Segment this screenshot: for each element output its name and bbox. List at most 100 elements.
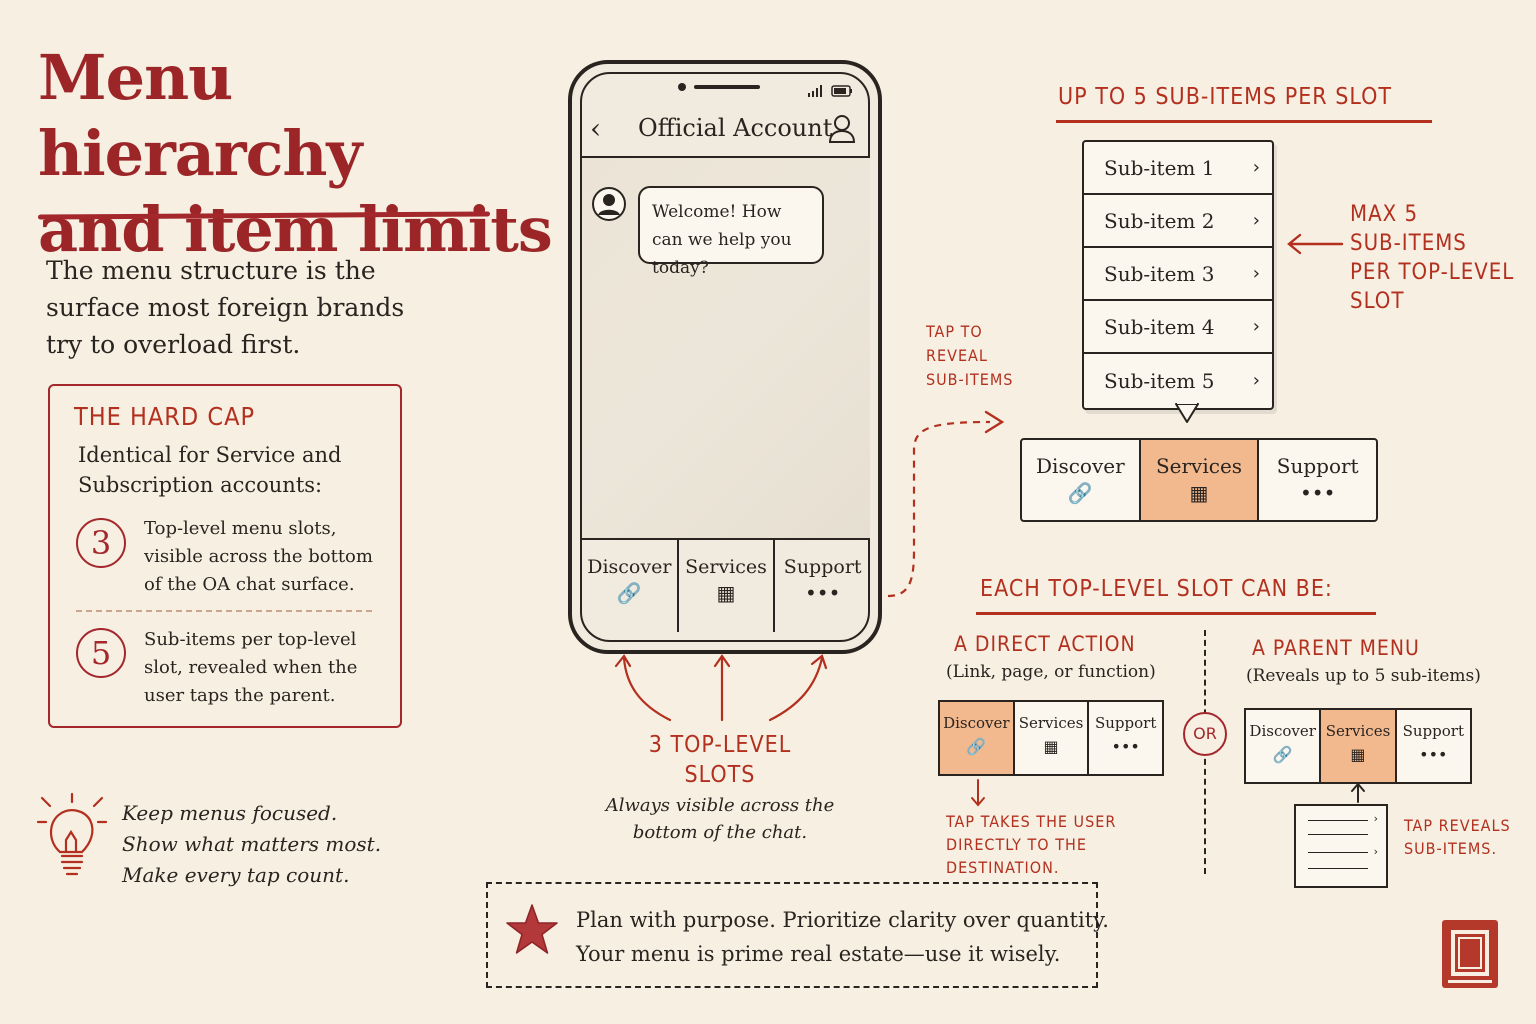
slot-arrows	[614, 654, 828, 722]
menu-slot-label: Discover	[943, 714, 1010, 732]
dashed-connector-arrow	[887, 410, 1005, 598]
sub-item-5[interactable]: Sub-item 5 ›	[1084, 354, 1272, 407]
grid-icon: ▦	[1350, 745, 1366, 764]
menu-slot-label: Support	[1276, 454, 1359, 478]
option-parent-menu-title: A parent menu	[1252, 636, 1420, 660]
popover-pointer	[1175, 402, 1199, 423]
sub-item-1[interactable]: Sub-item 1 ›	[1084, 142, 1272, 195]
camera-dot	[678, 83, 686, 91]
menu-slot-support[interactable]: Support •••	[775, 540, 870, 632]
number-badge-3: 3	[76, 518, 126, 568]
hard-cap-item-text: Top-level menu slots, visible across the…	[144, 518, 373, 595]
menu-slot-support[interactable]: Support •••	[1397, 710, 1470, 782]
more-dots-icon: •••	[1419, 745, 1448, 764]
note-line: reveal	[926, 346, 988, 365]
tips-list: Keep menus focused. Show what matters mo…	[122, 798, 381, 891]
menu-slot-services[interactable]: Services ▦	[1321, 710, 1397, 782]
list-line	[1308, 820, 1368, 821]
chevron-right-icon: ›	[1252, 157, 1260, 178]
option-parent-menu-sub: (Reveals up to 5 sub-items)	[1246, 666, 1481, 686]
tip-line: Show what matters most.	[122, 832, 382, 856]
note-line: slot	[1350, 289, 1405, 314]
plan-line: Your menu is prime real estate—use it wi…	[576, 942, 1061, 966]
list-line	[1308, 868, 1368, 869]
sub-items-list: Sub-item 1 › Sub-item 2 › Sub-item 3 › Sub-…	[1082, 140, 1274, 410]
menu-slot-label: Support	[1094, 714, 1157, 732]
parent-menu-example: Discover 🔗 Services ▦ Support •••	[1244, 708, 1472, 784]
chevron-right-icon: ›	[1252, 210, 1260, 231]
menu-slot-discover[interactable]: Discover 🔗	[940, 702, 1015, 774]
chevron-right-icon: ›	[1252, 316, 1260, 337]
menu-slot-support[interactable]: Support •••	[1259, 440, 1376, 520]
sub-item-2[interactable]: Sub-item 2 ›	[1084, 195, 1272, 248]
menu-slot-discover[interactable]: Discover 🔗	[582, 540, 679, 632]
chevron-right-icon: ›	[1252, 370, 1260, 391]
tap-to-reveal-note: Tap to reveal sub-items	[926, 320, 1013, 392]
sub-item-label: Sub-item 3	[1104, 261, 1215, 286]
hard-cap-item-text: Sub-items per top-level slot, revealed w…	[144, 629, 358, 706]
oa-header	[582, 104, 870, 158]
note-line: Tap to	[926, 322, 983, 341]
more-dots-icon: •••	[804, 581, 841, 605]
tip-line: Keep menus focused.	[122, 801, 338, 825]
slots-label: 3 top-level slots	[620, 730, 820, 790]
menu-slot-label: Support	[1402, 722, 1464, 740]
oa-header-title: Official Account	[638, 114, 833, 142]
hard-cap-box	[48, 384, 402, 728]
note-line: sub-items	[1350, 231, 1467, 256]
intro-text: The menu structure is the surface most f…	[46, 256, 405, 359]
slots-caption: Always visible across the bottom of the …	[605, 795, 835, 843]
user-profile-icon[interactable]	[828, 114, 856, 144]
sub-item-4[interactable]: Sub-item 4 ›	[1084, 301, 1272, 354]
sub-items-preview: › ›	[1294, 804, 1388, 888]
welcome-message-bubble: Welcome! How can we help you today?	[638, 186, 824, 278]
chevron-right-icon: ›	[1373, 812, 1378, 825]
menu-slot-label: Discover	[1249, 722, 1316, 740]
option-direct-action-title: A direct action	[954, 632, 1136, 656]
tip-line: Make every tap count.	[122, 863, 350, 887]
title-line-2: and item limits	[38, 193, 553, 266]
chevron-right-icon: ›	[1252, 263, 1260, 284]
note-line: Max 5	[1350, 202, 1419, 227]
menu-slot-services[interactable]: Services ▦	[1015, 702, 1090, 774]
sub-item-label: Sub-item 2	[1104, 208, 1215, 233]
page-title: Menu hierarchy and item limits	[38, 40, 558, 268]
parent-menu-note: Tap reveals sub-items.	[1404, 814, 1511, 860]
plan-callout-text: Plan with purpose. Prioritize clarity ov…	[576, 903, 1109, 971]
back-chevron-icon[interactable]: ‹	[590, 112, 602, 145]
star-icon	[506, 904, 558, 954]
sub-items-underline	[1056, 120, 1432, 123]
menu-slot-support[interactable]: Support •••	[1089, 702, 1162, 774]
grid-icon: ▦	[1043, 737, 1059, 756]
sub-item-label: Sub-item 1	[1104, 155, 1215, 180]
lightbulb-icon	[36, 792, 108, 876]
menu-slot-discover[interactable]: Discover 🔗	[1022, 440, 1141, 520]
avatar-icon	[592, 187, 626, 221]
note-line: directly to the	[946, 835, 1087, 854]
note-line: Tap takes the user	[946, 812, 1117, 831]
menu-slot-services[interactable]: Services ▦	[1140, 440, 1260, 520]
option-direct-action-sub: (Link, page, or function)	[946, 662, 1156, 682]
menu-slot-services[interactable]: Services ▦	[679, 540, 776, 632]
menu-slot-label: Services	[1018, 714, 1084, 732]
each-slot-underline	[976, 612, 1376, 615]
direct-action-note: Tap takes the user directly to the desti…	[946, 810, 1116, 879]
note-line: sub-items	[926, 370, 1014, 389]
menu-slot-label: Support	[783, 556, 862, 578]
sub-item-label: Sub-item 4	[1104, 314, 1215, 339]
hard-cap-divider	[76, 610, 372, 612]
menu-slot-discover[interactable]: Discover 🔗	[1246, 710, 1322, 782]
each-slot-title: Each top-level slot can be:	[980, 576, 1333, 602]
status-bar-icons	[808, 85, 852, 97]
direct-action-menu: Discover 🔗 Services ▦ Support •••	[938, 700, 1164, 776]
more-dots-icon: •••	[1299, 481, 1336, 505]
sub-item-3[interactable]: Sub-item 3 ›	[1084, 248, 1272, 301]
sub-item-label: Sub-item 5	[1104, 368, 1215, 393]
list-line	[1308, 834, 1368, 835]
title-line-1: Menu hierarchy	[38, 41, 362, 190]
note-line: per top-level	[1350, 260, 1515, 285]
arrow-left-icon	[1287, 233, 1344, 255]
arrow-down-icon	[971, 779, 985, 807]
grid-icon: ▦	[1189, 481, 1209, 505]
link-icon: 🔗	[1272, 745, 1293, 764]
